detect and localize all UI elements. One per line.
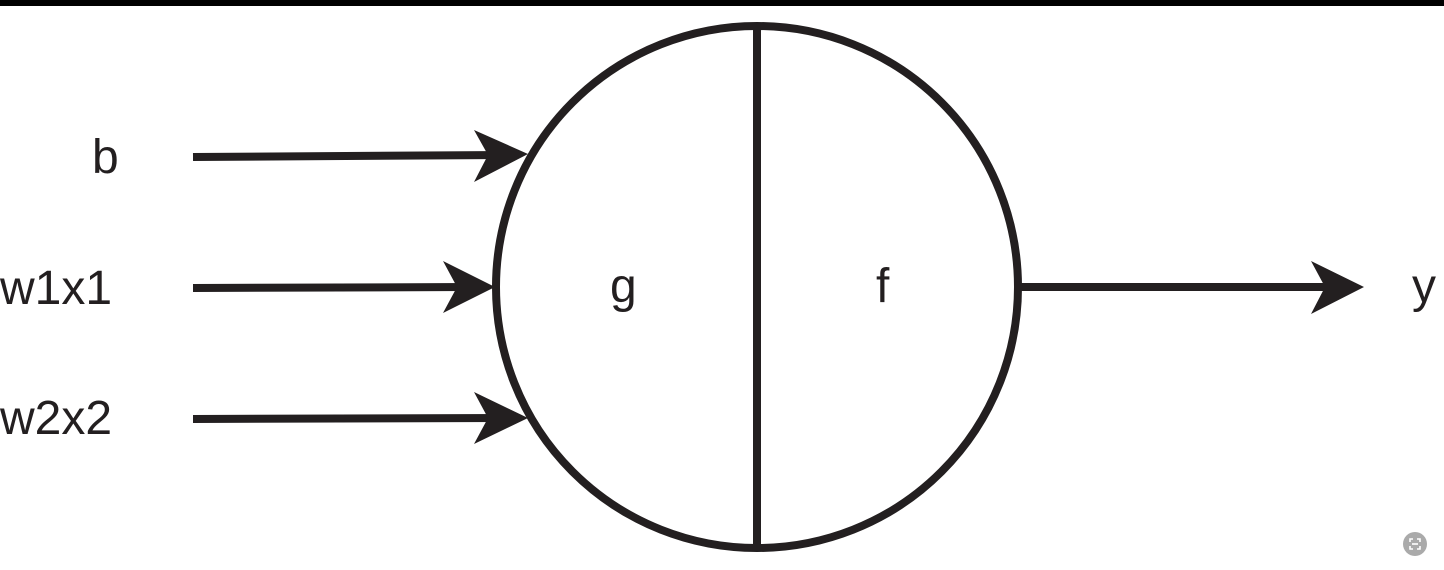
output-label-y: y	[1412, 260, 1436, 313]
arrow-output-y	[1018, 261, 1364, 314]
neuron-label-g: g	[610, 260, 637, 313]
input-label-w2x2: w2x2	[0, 392, 112, 445]
scan-icon	[1409, 538, 1421, 550]
input-label-b: b	[92, 131, 119, 184]
arrow-input-w1x1	[192, 261, 495, 313]
neuron-label-f: f	[876, 260, 890, 313]
arrow-input-b	[192, 130, 528, 182]
input-label-w1x1: w1x1	[0, 262, 112, 315]
arrow-input-w2x2	[192, 392, 528, 444]
top-bar	[0, 0, 1444, 6]
scan-button[interactable]	[1403, 532, 1427, 556]
